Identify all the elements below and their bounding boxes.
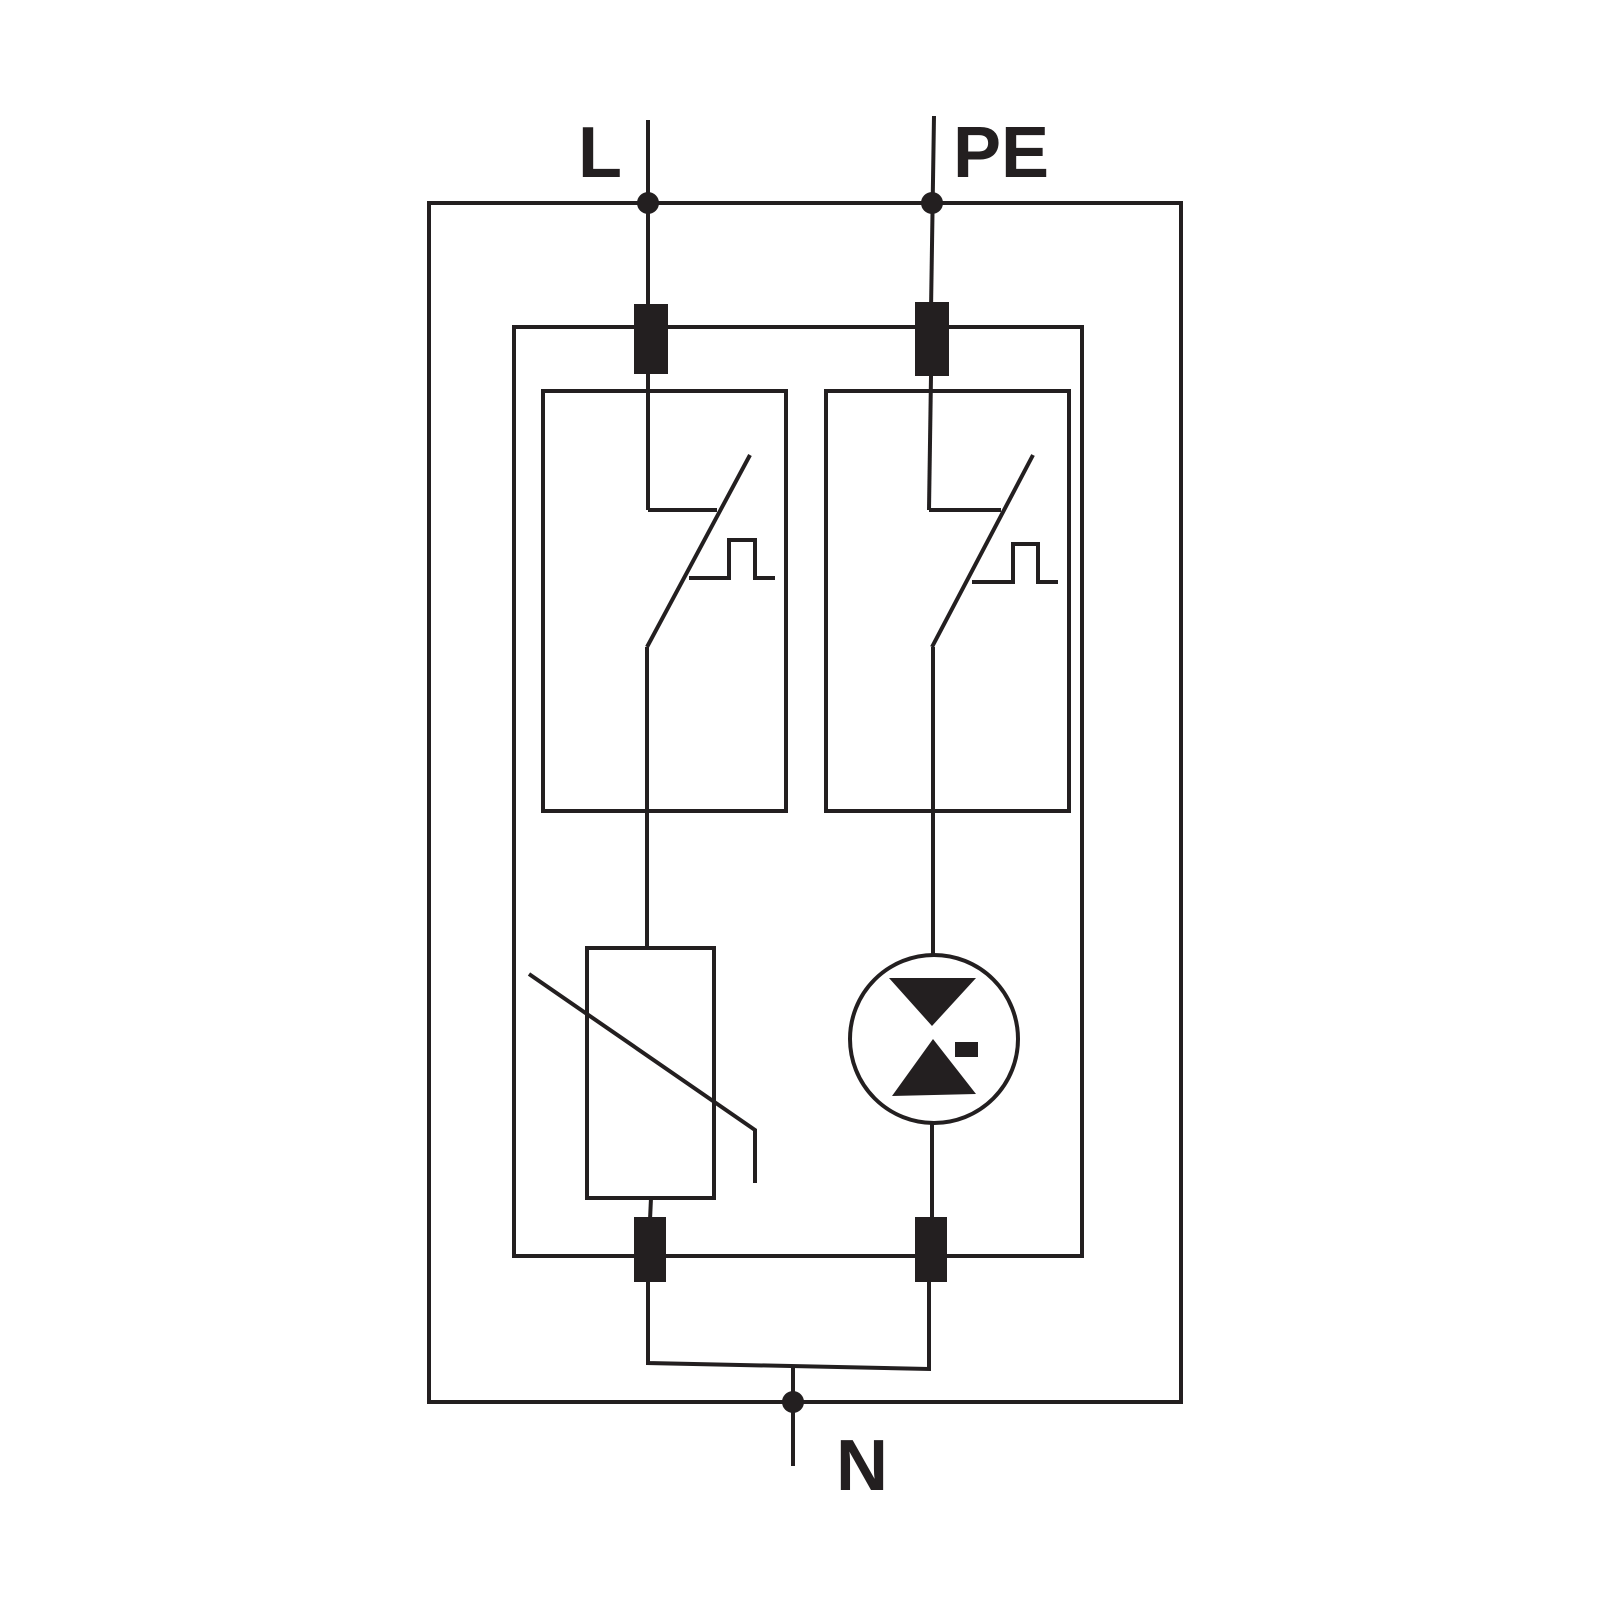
gdt-upper-electrode xyxy=(889,978,976,1026)
right-bottom-connector xyxy=(915,1217,947,1282)
left-bottom-connector xyxy=(634,1217,666,1282)
right-thermal-disconnector xyxy=(824,375,1071,954)
varistor xyxy=(527,946,757,1221)
n-junction-dot xyxy=(782,1391,804,1413)
varistor-body xyxy=(585,946,716,1200)
neutral-bus-wire xyxy=(646,1282,931,1372)
left-thermal-disconnector xyxy=(541,374,788,948)
varistor-bottom-wire xyxy=(648,1197,653,1221)
left-switch-blade xyxy=(645,454,752,648)
varistor-nonlinear-line xyxy=(527,972,757,1183)
inner-module xyxy=(512,325,1084,1258)
gdt-gas-marker xyxy=(955,1042,978,1057)
right-disconnector-box xyxy=(824,389,1071,813)
right-switch-blade xyxy=(930,454,1035,648)
right-disconnector-input-wire xyxy=(927,375,933,511)
right-thermal-pulse xyxy=(972,542,1058,584)
gdt-lower-electrode xyxy=(892,1039,976,1096)
l-junction-dot xyxy=(637,192,659,214)
left-disconnector-box xyxy=(541,389,788,813)
left-thermal-pulse xyxy=(689,538,775,580)
terminal-label-pe: PE xyxy=(953,113,1049,193)
terminal-label-l: L xyxy=(578,113,622,193)
pe-junction-dot xyxy=(921,192,943,214)
terminal-label-n: N xyxy=(836,1426,888,1506)
pe-top-connector xyxy=(915,302,949,376)
gas-discharge-tube xyxy=(848,953,1020,1220)
l-top-connector xyxy=(634,304,668,374)
outer-enclosure xyxy=(427,201,1183,1404)
